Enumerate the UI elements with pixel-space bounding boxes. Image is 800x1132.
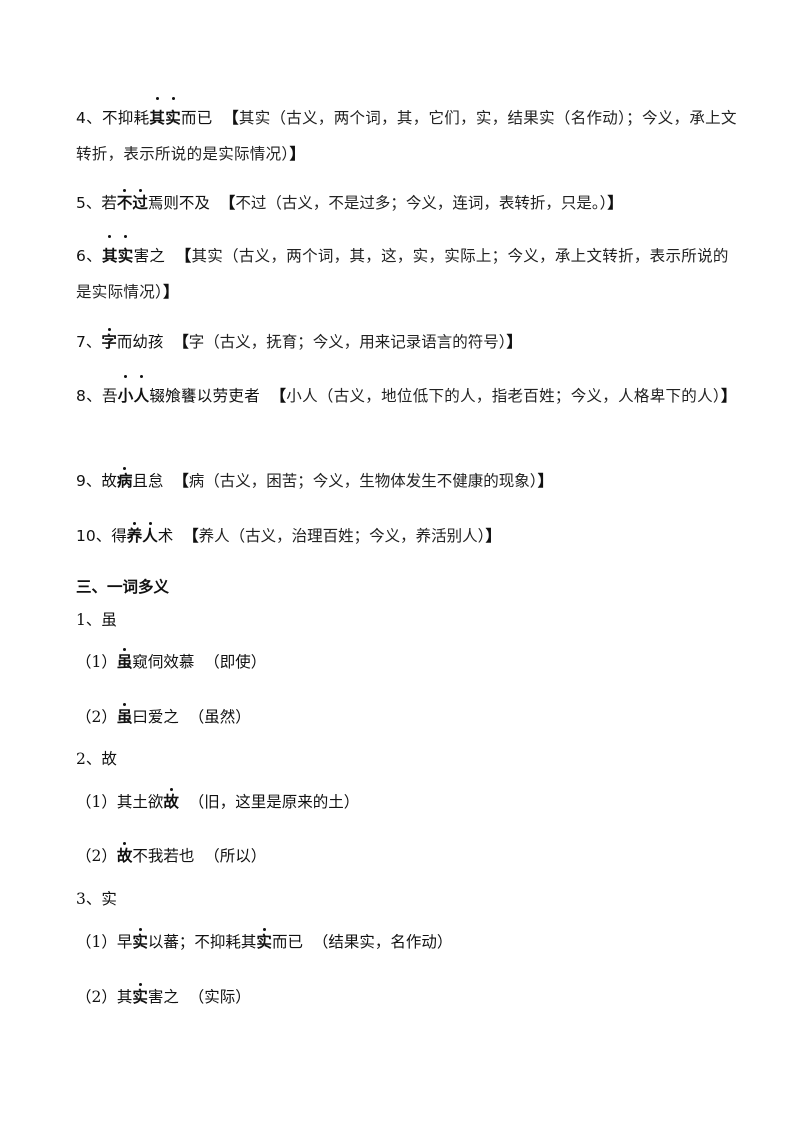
keyword-char: 其 xyxy=(149,97,165,136)
term-item-6: 6、其实害之 【其实（古义，两个词，其，这，实，实际上；今义，承上文转折，表示所… xyxy=(76,235,740,310)
meaning-gloss: （即使） xyxy=(204,653,267,671)
bracket-open: 【 xyxy=(219,194,236,212)
bracket-close: 】 xyxy=(720,387,737,405)
term-note: 小人（古义，地位低下的人，指老百姓；今义，人格卑下的人） xyxy=(286,387,721,405)
group-head: 2、故 xyxy=(76,750,117,768)
section-title: 三、一词多义 xyxy=(76,578,170,596)
group-head: 1、虽 xyxy=(76,611,117,629)
meaning-gloss: （虽然） xyxy=(188,708,251,726)
meaning-item: （1）其土欲故 （旧，这里是原来的土） xyxy=(76,788,360,811)
meaning-gloss: （结果实，名作动） xyxy=(312,933,453,951)
keyword-char: 病 xyxy=(116,467,133,490)
keyword-char: 小 xyxy=(118,375,134,414)
keyword-char: 实 xyxy=(132,983,148,1006)
item-number: 9、 xyxy=(76,472,102,490)
item-number: 4、 xyxy=(76,109,102,127)
bracket-open: 【 xyxy=(223,109,239,127)
meaning-gloss: （所以） xyxy=(204,847,267,865)
keyword-char: 人 xyxy=(134,375,150,414)
keyword-char: 实 xyxy=(118,235,134,274)
item-number: 8、 xyxy=(76,387,102,405)
bracket-open: 【 xyxy=(175,247,192,265)
keyword-char: 故 xyxy=(116,842,133,865)
bracket-open: 【 xyxy=(270,387,287,405)
keyword-char: 过 xyxy=(132,189,148,212)
term-note: 病（古义，困苦；今义，生物体发生不健康的现象） xyxy=(188,472,538,490)
keyword-char: 实 xyxy=(132,928,148,951)
bracket-open: 【 xyxy=(173,472,189,490)
meaning-item: （1）虽窥伺效慕 （即使） xyxy=(76,648,267,671)
term-item-8: 8、吾小人辍飧饔以劳吏者 【小人（古义，地位低下的人，指老百姓；今义，人格卑下的… xyxy=(76,375,740,414)
bracket-close: 】 xyxy=(485,527,501,545)
meaning-item: （2）虽曰爱之 （虽然） xyxy=(76,703,251,726)
keyword-char: 人 xyxy=(142,522,158,545)
item-number: 5、 xyxy=(76,194,102,212)
keyword-char: 实 xyxy=(256,928,272,951)
bracket-close: 】 xyxy=(506,333,523,351)
group-head: 3、实 xyxy=(76,890,117,908)
term-note: 其实（古义，两个词，其，这，实，实际上；今义，承上文转折，表示所说的是实际情况） xyxy=(76,247,729,301)
term-note: 字（古义，抚育；今义，用来记录语言的符号） xyxy=(188,333,507,351)
bracket-close: 】 xyxy=(607,194,623,212)
term-note: 养人（古义，治理百姓；今义，养活别人） xyxy=(198,527,486,545)
term-item-9: 9、故病且怠 【病（古义，困苦；今义，生物体发生不健康的现象）】 xyxy=(76,467,554,490)
keyword-char: 故 xyxy=(163,788,179,811)
meaning-gloss: （实际） xyxy=(188,988,251,1006)
term-note: 不过（古义，不是过多；今义，连词，表转折，只是。） xyxy=(235,194,608,212)
bracket-close: 】 xyxy=(289,145,306,163)
term-item-7: 7、字而幼孩 【字（古义，抚育；今义，用来记录语言的符号）】 xyxy=(76,328,523,351)
keyword-char: 其 xyxy=(102,235,118,274)
meaning-item: （2）其实害之 （实际） xyxy=(76,983,251,1006)
term-note: 其实（古义，两个词，其，它们，实，结果实（名作动）；今义，承上文转折，表示所说的… xyxy=(76,109,737,163)
keyword-char: 实 xyxy=(165,97,181,136)
bracket-open: 【 xyxy=(173,333,189,351)
keyword-char: 字 xyxy=(101,328,117,351)
item-number: 7、 xyxy=(76,333,102,351)
keyword-char: 虽 xyxy=(116,703,133,726)
meaning-item: （1）早实以蕃；不抑耗其实而已 （结果实，名作动） xyxy=(76,928,453,951)
bracket-open: 【 xyxy=(183,527,199,545)
term-item-5: 5、若不过焉则不及 【不过（古义，不是过多；今义，连词，表转折，只是。）】 xyxy=(76,189,623,212)
meaning-item: （2）故不我若也 （所以） xyxy=(76,842,267,865)
bracket-close: 】 xyxy=(537,472,554,490)
item-number: 10、 xyxy=(76,527,112,545)
bracket-close: 】 xyxy=(163,283,179,301)
term-item-4: 4、不抑耗其实而已 【其实（古义，两个词，其，它们，实，结果实（名作动）；今义，… xyxy=(76,97,740,172)
meaning-gloss: （旧，这里是原来的土） xyxy=(188,793,360,811)
keyword-char: 不 xyxy=(116,189,133,212)
term-item-10: 10、得养人术 【养人（古义，治理百姓；今义，养活别人）】 xyxy=(76,522,501,545)
item-number: 6、 xyxy=(76,247,102,265)
keyword-char: 虽 xyxy=(116,648,133,671)
keyword-char: 养 xyxy=(126,522,143,545)
